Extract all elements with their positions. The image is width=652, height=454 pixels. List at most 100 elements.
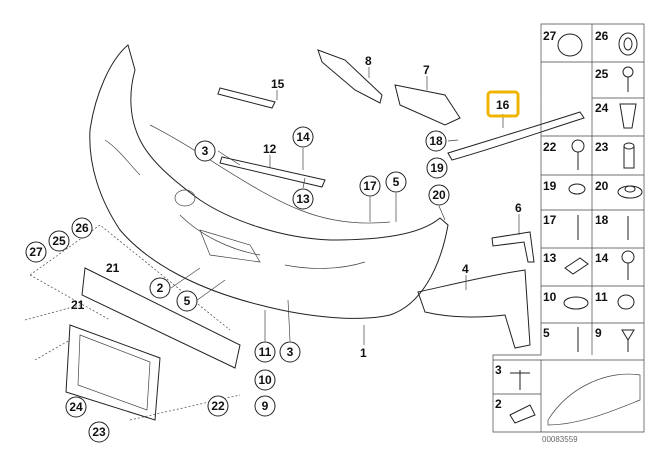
- part-21-plate-base: [81, 267, 241, 369]
- callout-circle: [88, 421, 110, 443]
- callout-number: 24: [69, 400, 83, 414]
- label-4: 4: [462, 262, 469, 276]
- callout-number: 11: [259, 345, 272, 359]
- callout-circle: [292, 126, 314, 148]
- label-16[interactable]: 16: [496, 98, 510, 112]
- callout-3: 3: [194, 140, 216, 162]
- callout-circle: [149, 277, 171, 299]
- grid-label-3: 3: [495, 363, 502, 377]
- callout-number: 13: [296, 192, 310, 206]
- callout-circle: [254, 395, 276, 417]
- callout-circle: [65, 396, 87, 418]
- callout-number: 18: [429, 134, 443, 148]
- callout-circle: [25, 241, 47, 263]
- callout-10: 10: [254, 369, 276, 391]
- callout-13: 13: [292, 188, 314, 210]
- part-6-bracket: [491, 231, 535, 263]
- part-12-trim: [219, 156, 326, 188]
- grid-label-27: 27: [543, 29, 557, 43]
- callout-circle: [292, 188, 314, 210]
- callout-circle: [425, 130, 447, 152]
- callout-circle: [207, 395, 229, 417]
- callout-circle: [254, 369, 276, 391]
- callout-number: 14: [296, 130, 310, 144]
- callout-number: 17: [363, 179, 377, 193]
- part-15-strip: [217, 87, 276, 109]
- callout-circle: [194, 140, 216, 162]
- callout-17: 17: [359, 175, 381, 197]
- grid-label-22: 22: [543, 140, 557, 154]
- grid-label-20: 20: [595, 179, 609, 193]
- callout-number: 5: [393, 175, 400, 189]
- callout-20: 20: [428, 184, 450, 206]
- callout-circle: [279, 341, 301, 363]
- grid-label-26: 26: [595, 29, 609, 43]
- part-16-carrier-strip: [447, 111, 585, 161]
- callout-27: 27: [25, 241, 47, 263]
- grid-label-2: 2: [495, 397, 502, 411]
- grid-label-19: 19: [543, 179, 557, 193]
- label-21: 21: [71, 298, 85, 312]
- highlight-box: [486, 90, 520, 118]
- callout-number: 9: [262, 399, 269, 413]
- callout-22: 22: [207, 395, 229, 417]
- callout-circle: [426, 157, 448, 179]
- callout-3: 3: [279, 341, 301, 363]
- grid-labels: 27 26 25 24 22 23 19 20 17 18 13 14 10 11 5 9 3 2: [495, 29, 609, 411]
- label-8: 8: [365, 54, 372, 68]
- grid-label-13: 13: [543, 251, 557, 265]
- callout-25: 25: [48, 230, 70, 252]
- grid-label-14: 14: [595, 251, 609, 265]
- label-6: 6: [515, 201, 522, 215]
- grid-label-25: 25: [595, 67, 609, 81]
- label-7: 7: [423, 63, 430, 77]
- grid-label-11: 11: [595, 290, 608, 304]
- label-12: 12: [263, 142, 277, 156]
- grid-label-5: 5: [543, 326, 550, 340]
- callout-26: 26: [71, 217, 93, 239]
- callout-number: 2: [157, 281, 164, 295]
- part-7-bracket: [394, 84, 461, 126]
- fastener-drawings: [509, 32, 643, 426]
- callout-circle: [254, 341, 276, 363]
- callout-number: 3: [202, 144, 209, 158]
- callout-5: 5: [385, 171, 407, 193]
- callout-23: 23: [88, 421, 110, 443]
- grid-label-17: 17: [543, 213, 557, 227]
- callout-circle: [385, 171, 407, 193]
- callout-number: 22: [211, 399, 225, 413]
- callout-number: 19: [430, 161, 444, 175]
- callout-number: 23: [92, 425, 106, 439]
- callout-number: 20: [432, 188, 446, 202]
- callout-number: 3: [287, 345, 294, 359]
- grid-label-18: 18: [595, 213, 609, 227]
- callout-circle: [71, 217, 93, 239]
- part-22-plate-holder: [65, 324, 161, 421]
- leader-lines: [170, 67, 520, 345]
- label-15: 15: [271, 77, 285, 91]
- callout-number: 26: [75, 221, 89, 235]
- callout-number: 5: [184, 294, 191, 308]
- grid-label-10: 10: [543, 290, 557, 304]
- label-21: 21: [106, 261, 120, 275]
- grid-label-24: 24: [595, 101, 609, 115]
- callout-number: 27: [29, 245, 43, 259]
- callout-11: 11: [254, 341, 276, 363]
- callout-19: 19: [426, 157, 448, 179]
- callout-circle: [48, 230, 70, 252]
- plain-labels: 15 8 7 16 12 6 4 21 21 1: [71, 54, 522, 360]
- callout-9: 9: [254, 395, 276, 417]
- grid-label-23: 23: [595, 140, 609, 154]
- callout-circle: [176, 290, 198, 312]
- callout-2: 2: [149, 277, 171, 299]
- image-code: 00083559: [542, 435, 578, 444]
- callout-circle: [359, 175, 381, 197]
- part-4-guide: [417, 269, 531, 349]
- callout-number: 25: [52, 234, 66, 248]
- callout-number: 10: [258, 373, 272, 387]
- label-1: 1: [360, 346, 367, 360]
- grid-label-9: 9: [595, 326, 602, 340]
